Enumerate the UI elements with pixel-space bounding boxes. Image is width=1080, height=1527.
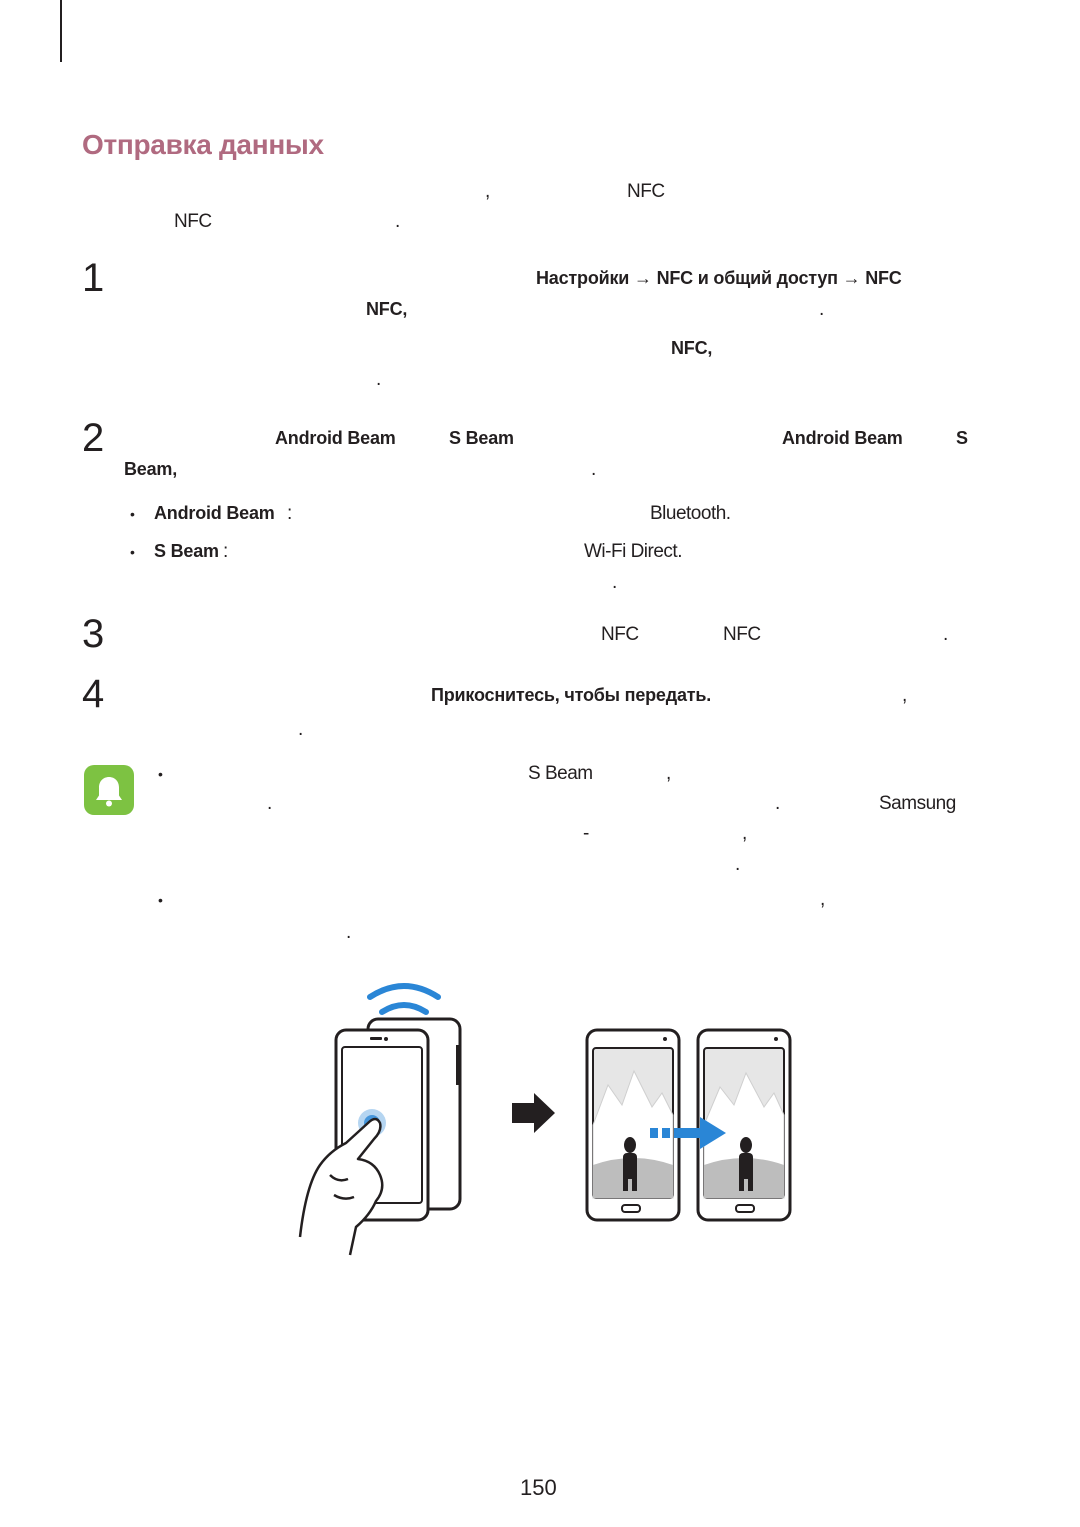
hand-icon: [298, 1117, 384, 1256]
settings-path: Настройки → NFC и общий доступ → NFC: [536, 268, 902, 288]
corner-mark: [60, 0, 62, 62]
android-beam-label: Android Beam: [154, 503, 275, 523]
s-beam-label: S Beam: [154, 541, 219, 561]
intro-nfc-2: NFC: [174, 211, 212, 232]
note-period-1: .: [267, 793, 272, 814]
intro-comma: ,: [485, 181, 490, 202]
note-bullet-2: •: [158, 892, 163, 908]
phone-front: [334, 1028, 430, 1222]
bullet-marker: •: [130, 544, 135, 560]
transfer-arrow-icon: [650, 1117, 726, 1149]
step-2-s-beam: S Beam: [449, 428, 514, 448]
tap-to-send-label: Прикоснитесь, чтобы передать.: [431, 685, 712, 705]
step-1-period-2: .: [376, 369, 381, 390]
step-1-nfc-2: NFC,: [671, 338, 713, 358]
note-comma-1: ,: [666, 763, 671, 784]
step-3-number: 3: [82, 612, 105, 656]
phone-sender: [585, 1028, 681, 1222]
note-period-2: .: [775, 793, 780, 814]
step-2-android-beam: Android Beam: [275, 428, 396, 448]
note-s-beam: S Beam: [528, 763, 593, 784]
s-beam-period: .: [612, 572, 617, 593]
step-3-period: .: [943, 624, 948, 645]
step-1-nfc: NFC,: [366, 299, 408, 319]
note-dash: -: [583, 823, 589, 844]
page-number: 150: [520, 1475, 557, 1500]
step-2-number: 2: [82, 416, 105, 460]
intro-period: .: [395, 211, 400, 232]
phone-receiver: [696, 1028, 792, 1222]
step-4-comma: ,: [902, 685, 907, 706]
page-title: Отправка данных: [82, 129, 324, 160]
step-2-s: S: [956, 428, 968, 448]
s-beam-value: Wi-Fi Direct.: [584, 541, 682, 562]
android-beam-sep: :: [287, 503, 292, 524]
bullet-marker: •: [130, 506, 135, 522]
right-arrow-icon: [512, 1093, 555, 1133]
step-2-android-beam-2: Android Beam: [782, 428, 903, 448]
bell-icon: [84, 765, 134, 815]
step-3-nfc-2: NFC: [723, 624, 761, 645]
note-period-3: .: [735, 854, 740, 875]
intro-nfc-1: NFC: [627, 181, 665, 202]
step-2-beam: Beam,: [124, 459, 178, 479]
step-4-number: 4: [82, 672, 105, 716]
android-beam-value: Bluetooth.: [650, 503, 731, 524]
step-4-period: .: [298, 719, 303, 740]
note-samsung: Samsung: [879, 793, 956, 814]
note-comma-2: ,: [742, 823, 747, 844]
step-2-period: .: [591, 459, 596, 480]
note-bullet-1: •: [158, 766, 163, 782]
note-comma-3: ,: [820, 889, 825, 910]
nfc-transfer-illustration: [298, 983, 792, 1256]
step-1-number: 1: [82, 256, 105, 300]
s-beam-sep: :: [223, 541, 228, 562]
note-period-4: .: [346, 922, 351, 943]
step-1-period: .: [819, 299, 824, 320]
step-3-nfc-1: NFC: [601, 624, 639, 645]
